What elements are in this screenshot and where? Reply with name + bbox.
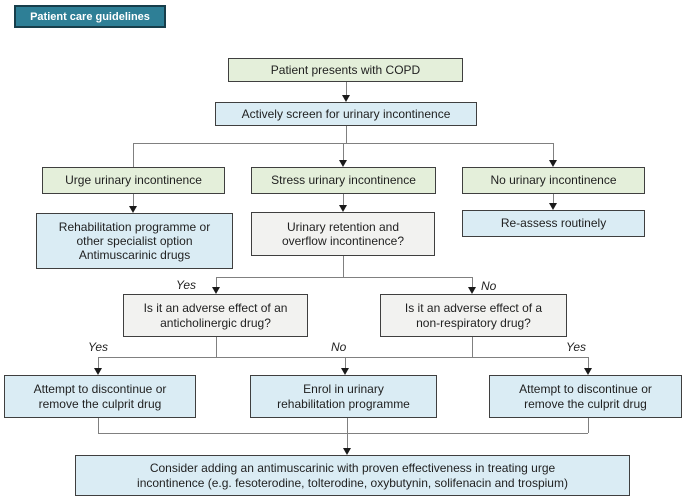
connector-line — [343, 194, 344, 206]
node-text: Attempt to discontinue or — [519, 382, 652, 397]
arrowhead-icon — [212, 287, 220, 294]
node-urinary-retention: Urinary retention and overflow incontine… — [251, 212, 435, 256]
connector-line — [98, 357, 99, 369]
connector-line — [346, 126, 347, 143]
node-text: Re-assess routinely — [500, 216, 607, 231]
node-attempt-discontinue-right: Attempt to discontinue or remove the cul… — [489, 375, 682, 418]
node-enrol-rehabilitation: Enrol in urinary rehabilitation programm… — [250, 375, 437, 418]
arrowhead-icon — [584, 368, 592, 375]
title-badge: Patient care guidelines — [14, 5, 166, 28]
connector-line — [343, 143, 344, 161]
branch-label-yes: Yes — [566, 340, 587, 354]
node-urge-incontinence: Urge urinary incontinence — [42, 167, 225, 194]
branch-label-no: No — [481, 279, 497, 293]
connector-line — [472, 337, 473, 357]
arrowhead-icon — [549, 160, 557, 167]
connector-line — [216, 337, 217, 357]
node-consider-antimuscarinic: Consider adding an antimuscarinic with p… — [75, 455, 630, 496]
node-text: incontinence (e.g. fesoterodine, toltero… — [137, 475, 568, 490]
connector-line — [472, 277, 473, 288]
node-rehabilitation-programme: Rehabilitation programme or other specia… — [36, 213, 233, 269]
arrowhead-icon — [339, 160, 347, 167]
node-patient-presents-copd: Patient presents with COPD — [228, 58, 463, 82]
connector-line — [553, 194, 554, 204]
branch-label-no: No — [331, 340, 347, 354]
node-text: other specialist option — [76, 233, 193, 248]
connector-line — [345, 357, 346, 369]
node-anticholinergic-question: Is it an adverse effect of an anticholin… — [123, 294, 308, 337]
connector-line — [98, 357, 588, 358]
node-text: Consider adding an antimuscarinic with p… — [149, 461, 556, 476]
node-reassess-routinely: Re-assess routinely — [462, 210, 645, 237]
branch-label-yes: Yes — [88, 340, 109, 354]
node-text: rehabilitation programme — [277, 396, 410, 411]
node-text: Urge urinary incontinence — [65, 173, 202, 188]
node-text: anticholinergic drug? — [160, 315, 271, 330]
connector-line — [347, 418, 348, 449]
arrowhead-icon — [339, 205, 347, 212]
arrowhead-icon — [342, 95, 350, 102]
connector-line — [343, 256, 344, 277]
arrowhead-icon — [341, 368, 349, 375]
node-actively-screen: Actively screen for urinary incontinence — [215, 102, 477, 126]
node-text: Actively screen for urinary incontinence — [241, 106, 451, 121]
node-text: non-respiratory drug? — [416, 315, 531, 330]
arrowhead-icon — [94, 368, 102, 375]
connector-line — [216, 277, 217, 288]
node-text: remove the culprit drug — [38, 396, 162, 411]
branch-label-yes: Yes — [176, 278, 197, 292]
connector-line — [216, 277, 472, 278]
node-text: Rehabilitation programme or — [58, 219, 211, 234]
node-text: Is it an adverse effect of a — [404, 301, 543, 316]
connector-line — [133, 194, 134, 207]
arrowhead-icon — [129, 206, 137, 213]
arrowhead-icon — [468, 287, 476, 294]
connector-line — [346, 82, 347, 97]
node-text: overflow incontinence? — [281, 234, 405, 248]
connector-line — [553, 143, 554, 161]
node-text: No urinary incontinence — [490, 173, 617, 188]
node-text: Is it an adverse effect of an — [143, 301, 288, 316]
node-attempt-discontinue-left: Attempt to discontinue or remove the cul… — [4, 375, 196, 418]
node-stress-incontinence: Stress urinary incontinence — [251, 167, 436, 194]
connector-line — [98, 433, 588, 434]
node-text: Urinary retention and — [286, 219, 400, 234]
connector-line — [133, 143, 134, 167]
node-text: Antimuscarinic drugs — [78, 248, 191, 263]
node-text: Attempt to discontinue or — [33, 382, 167, 397]
node-text: Enrol in urinary — [303, 382, 384, 397]
arrowhead-icon — [549, 203, 557, 210]
node-text: Patient presents with COPD — [270, 62, 421, 77]
connector-line — [588, 357, 589, 369]
node-nonrespiratory-question: Is it an adverse effect of a non-respira… — [380, 294, 567, 337]
node-text: remove the culprit drug — [524, 396, 647, 411]
node-text: Stress urinary incontinence — [271, 173, 416, 188]
node-no-incontinence: No urinary incontinence — [462, 167, 645, 194]
connector-line — [98, 418, 99, 433]
arrowhead-icon — [343, 448, 351, 455]
title-badge-label: Patient care guidelines — [30, 10, 150, 23]
connector-line — [588, 418, 589, 433]
